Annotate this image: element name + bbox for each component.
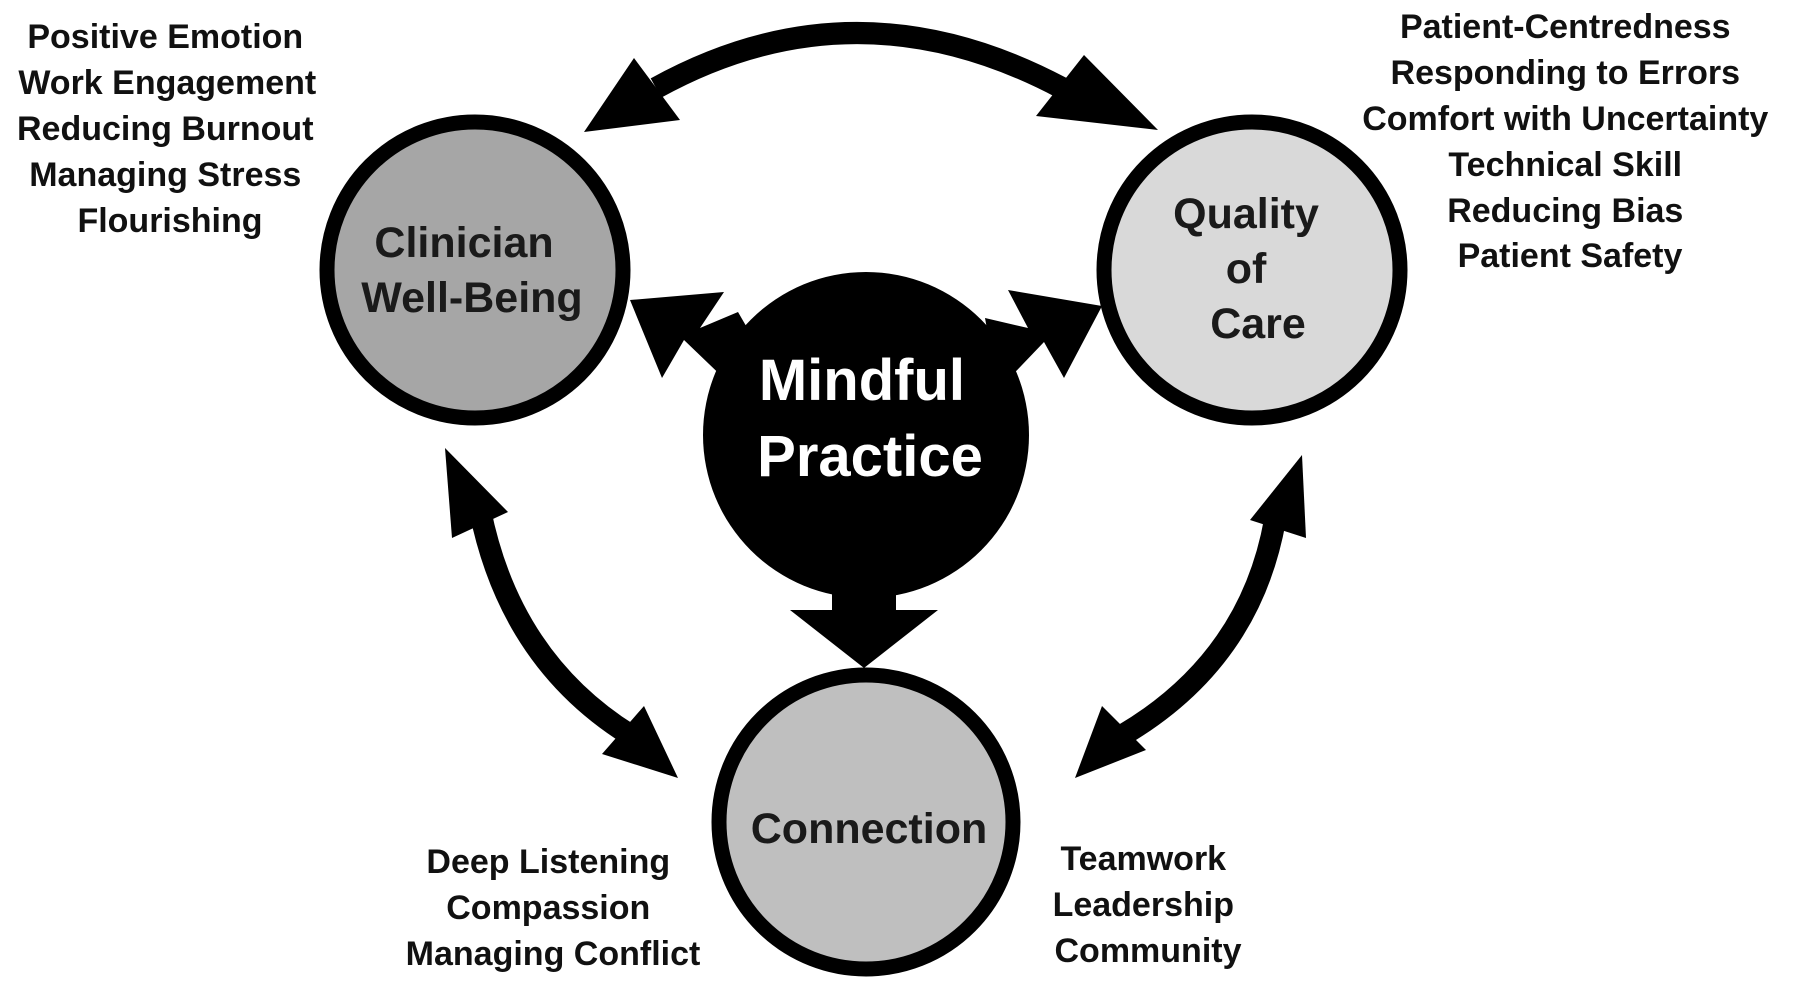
block-arrow-to-connection <box>790 560 938 668</box>
quality-outcome-4: Technical Skill <box>1448 146 1682 184</box>
wellbeing-outcome-3: Reducing Burnout <box>17 110 314 148</box>
connection-label: Connection <box>751 805 987 853</box>
wellbeing-circle <box>319 114 631 426</box>
mindful-practice-circle <box>703 272 1029 598</box>
wellbeing-outcome-2: Work Engagement <box>18 64 316 102</box>
connector-arrows <box>445 22 1306 778</box>
connector-arrow-top-left-head <box>584 58 680 132</box>
connection-left-item-2: Compassion <box>446 889 650 927</box>
wellbeing-outcome-5: Flourishing <box>77 202 262 240</box>
wellbeing-outcome-1: Positive Emotion <box>27 18 303 56</box>
wellbeing-label-line-1: Clinician <box>374 219 553 267</box>
center-label-line-2: Practice <box>757 424 983 489</box>
wellbeing-outcomes-list: Positive Emotion Work Engagement Reducin… <box>17 18 326 240</box>
connector-arrow-right-bottom-head <box>1075 706 1146 778</box>
connection-right-item-3: Community <box>1055 932 1242 970</box>
connector-arrow-left-bottom-head <box>602 706 678 778</box>
connection-left-list: Deep Listening Compassion Managing Confl… <box>406 843 701 973</box>
center-label-line-1: Mindful <box>759 348 965 413</box>
quality-outcome-3: Comfort with Uncertainty <box>1362 100 1768 138</box>
connection-label-line-1: Connection <box>751 805 987 853</box>
quality-label-line-1: Quality <box>1173 190 1319 238</box>
quality-outcomes-list: Patient-Centredness Responding to Errors… <box>1362 8 1778 275</box>
connection-right-item-1: Teamwork <box>1060 840 1226 878</box>
connector-arrow-right-body <box>1117 518 1286 745</box>
wellbeing-outcome-4: Managing Stress <box>29 156 301 194</box>
connector-arrow-left-top-head <box>445 448 508 538</box>
quality-circle <box>1096 114 1408 426</box>
quality-label-line-3: Care <box>1210 300 1306 348</box>
connection-right-item-2: Leadership <box>1053 886 1234 924</box>
quality-outcome-5: Reducing Bias <box>1447 192 1683 230</box>
center-label: Mindful Practice <box>757 348 983 489</box>
connection-left-item-1: Deep Listening <box>426 843 670 881</box>
connector-arrow-right-top-head <box>1250 455 1306 538</box>
connector-arrow-top-right-head <box>1036 55 1158 130</box>
quality-label-line-2: of <box>1226 245 1267 293</box>
quality-outcome-6: Patient Safety <box>1458 237 1683 275</box>
connection-right-list: Teamwork Leadership Community <box>1053 840 1244 970</box>
quality-outcome-2: Responding to Errors <box>1391 54 1740 92</box>
connection-left-item-3: Managing Conflict <box>406 935 701 973</box>
connector-arrow-left-body <box>469 507 636 745</box>
quality-outcome-1: Patient-Centredness <box>1400 8 1731 46</box>
wellbeing-label-line-2: Well-Being <box>361 274 582 322</box>
quality-label: Quality of Care <box>1173 190 1331 348</box>
connection-circle <box>711 667 1021 977</box>
wellbeing-label: Clinician Well-Being <box>361 219 582 322</box>
connector-arrow-top-body <box>650 22 1068 98</box>
block-arrow-to-quality <box>985 290 1102 390</box>
